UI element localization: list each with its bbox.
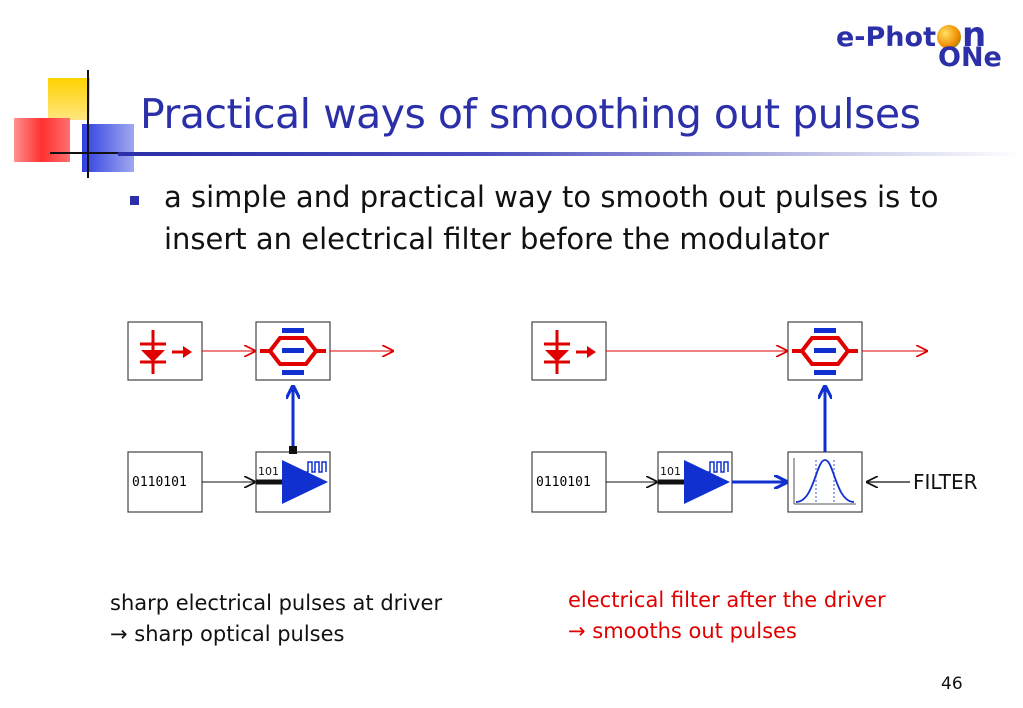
driver-box: 101 <box>255 451 331 513</box>
caption-left-line2: → sharp optical pulses <box>110 622 345 646</box>
slide-title: Practical ways of smoothing out pulses <box>140 90 921 138</box>
deco-yellow-square <box>48 78 90 120</box>
binary-data-label: 0110101 <box>536 475 591 490</box>
caption-right: electrical filter after the driver → smo… <box>568 585 886 647</box>
filter-box <box>787 451 863 513</box>
driver-label: 101 <box>258 465 279 478</box>
modulator-box <box>787 321 863 381</box>
driver-output-node <box>289 446 297 454</box>
diagram-left: 0110101 101 <box>127 321 394 513</box>
bullet-text: a simple and practical way to smooth out… <box>164 180 939 256</box>
deco-blue-square <box>82 124 134 172</box>
title-underline <box>118 152 1023 156</box>
bullet-square-icon <box>130 196 139 205</box>
mach-zehnder-modulator-icon <box>792 328 858 375</box>
caption-right-line2: → smooths out pulses <box>568 619 797 643</box>
laser-box <box>127 321 203 381</box>
amplifier-icon <box>256 460 328 504</box>
caption-left: sharp electrical pulses at driver → shar… <box>110 588 442 650</box>
laser-diode-icon <box>140 330 192 374</box>
diagram-right: 0110101 101 <box>531 321 928 513</box>
driver-label: 101 <box>660 465 681 478</box>
laser-diode-icon <box>544 330 596 374</box>
mach-zehnder-modulator-icon <box>260 328 326 375</box>
binary-data-label: 0110101 <box>132 475 187 490</box>
caption-right-line1: electrical filter after the driver <box>568 588 886 612</box>
page-number: 46 <box>941 674 963 694</box>
square-pulse-icon <box>305 461 327 473</box>
globe-icon <box>936 25 961 49</box>
logo-line1: e-Phot n <box>836 15 986 55</box>
laser-box <box>531 321 607 381</box>
logo-line2: ONe <box>938 42 1002 73</box>
amplifier-icon <box>658 460 730 504</box>
logo-text: e-Phot <box>836 22 936 53</box>
caption-left-line1: sharp electrical pulses at driver <box>110 591 443 615</box>
filter-response-icon <box>793 458 856 505</box>
driver-box: 101 <box>657 451 733 513</box>
logo-text-suffix: n <box>961 15 987 55</box>
deco-red-square <box>14 118 70 162</box>
data-source-box: 0110101 <box>127 451 203 513</box>
filter-label: FILTER <box>913 470 978 494</box>
data-source-box: 0110101 <box>531 451 607 513</box>
square-pulse-icon <box>707 461 729 473</box>
corner-decoration <box>14 70 134 178</box>
modulator-box <box>255 321 331 381</box>
